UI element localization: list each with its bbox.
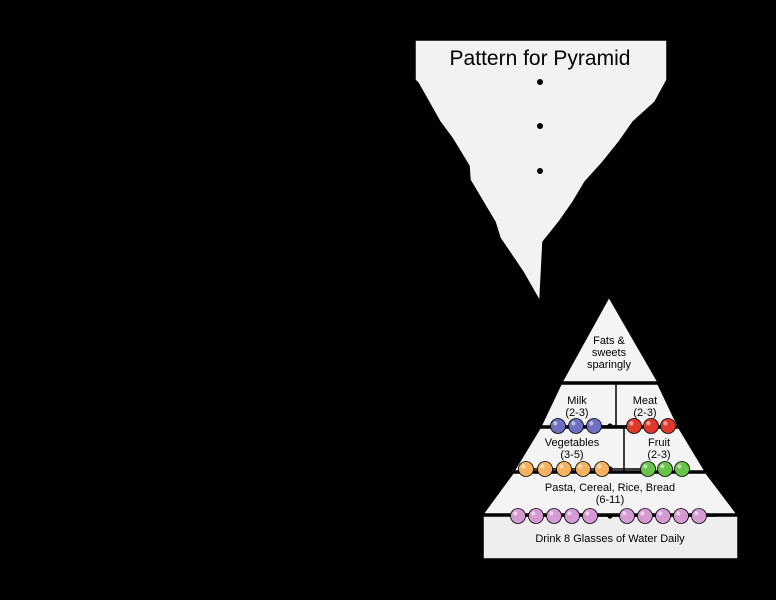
vegetables-bead-highlight — [540, 464, 545, 469]
vegetables-bead-highlight — [597, 464, 602, 469]
grains-bead — [546, 508, 562, 524]
food-pyramid: Fats & sweets sparingly Milk (2-3) Meat … — [481, 295, 739, 560]
grains-bead — [528, 508, 544, 524]
vegetables-bead-highlight — [521, 464, 526, 469]
grains-bead — [564, 508, 580, 524]
grains-bead — [637, 508, 653, 524]
vegetables-bead — [594, 461, 610, 477]
milk-bead-highlight — [571, 421, 576, 426]
grains-bead — [673, 508, 689, 524]
grains-label: Pasta, Cereal, Rice, Bread — [545, 482, 675, 494]
fats-line-1: Fats & — [593, 335, 625, 347]
meat-bead-highlight — [663, 421, 668, 426]
pattern-title: Pattern for Pyramid — [450, 47, 631, 70]
milk-bead-highlight — [589, 421, 594, 426]
bead-rows — [510, 418, 716, 524]
pattern-card: Pattern for Pyramid — [414, 39, 668, 301]
meat-label: Meat — [633, 395, 657, 407]
grains-bead-highlight — [585, 511, 590, 516]
meat-servings: (2-3) — [633, 407, 656, 419]
fruit-bead — [640, 461, 656, 477]
pattern-dot-1 — [537, 79, 543, 85]
water-base — [482, 515, 739, 560]
grains-bead — [655, 508, 671, 524]
pattern-dot-2 — [537, 123, 543, 129]
grains-bead-highlight — [640, 511, 645, 516]
fruit-bead-highlight — [677, 464, 682, 469]
grains-bead-highlight — [622, 511, 627, 516]
fruit-bead-highlight — [660, 464, 665, 469]
vegetables-servings: (3-5) — [560, 449, 583, 461]
grains-bead — [691, 508, 707, 524]
vegetables-bead-highlight — [559, 464, 564, 469]
meat-bead — [643, 418, 659, 434]
pattern-dot-3 — [537, 168, 543, 174]
vegetables-bead — [518, 461, 534, 477]
milk-bead — [568, 418, 584, 434]
water-label: Drink 8 Glasses of Water Daily — [535, 533, 685, 545]
grains-bead-highlight — [658, 511, 663, 516]
fats-line-3: sparingly — [587, 359, 632, 371]
meat-bead-highlight — [646, 421, 651, 426]
tier-milk-meat — [539, 383, 680, 427]
grains-bead — [619, 508, 635, 524]
grains-bead-highlight — [531, 511, 536, 516]
fats-line-2: sweets — [592, 347, 627, 359]
vegetables-bead — [556, 461, 572, 477]
grains-bead-highlight — [513, 511, 518, 516]
vegetables-bead-highlight — [578, 464, 583, 469]
grains-bead-highlight — [676, 511, 681, 516]
vegetables-bead — [575, 461, 591, 477]
vegetables-label: Vegetables — [545, 437, 600, 449]
fruit-servings: (2-3) — [647, 449, 670, 461]
fruit-label: Fruit — [648, 437, 670, 449]
grains-bead — [582, 508, 598, 524]
grains-bead — [510, 508, 526, 524]
meat-bead — [626, 418, 642, 434]
fruit-bead — [674, 461, 690, 477]
milk-bead — [550, 418, 566, 434]
grains-bead-highlight — [549, 511, 554, 516]
fruit-bead-highlight — [643, 464, 648, 469]
fruit-bead — [657, 461, 673, 477]
grains-bead-highlight — [567, 511, 572, 516]
milk-label: Milk — [567, 395, 587, 407]
meat-bead — [660, 418, 676, 434]
meat-bead-highlight — [629, 421, 634, 426]
grains-bead-highlight — [694, 511, 699, 516]
grains-servings: (6-11) — [596, 494, 625, 506]
milk-bead — [586, 418, 602, 434]
milk-bead-highlight — [553, 421, 558, 426]
vegetables-bead — [537, 461, 553, 477]
tier-fats-sweets — [560, 295, 660, 383]
milk-servings: (2-3) — [565, 407, 588, 419]
